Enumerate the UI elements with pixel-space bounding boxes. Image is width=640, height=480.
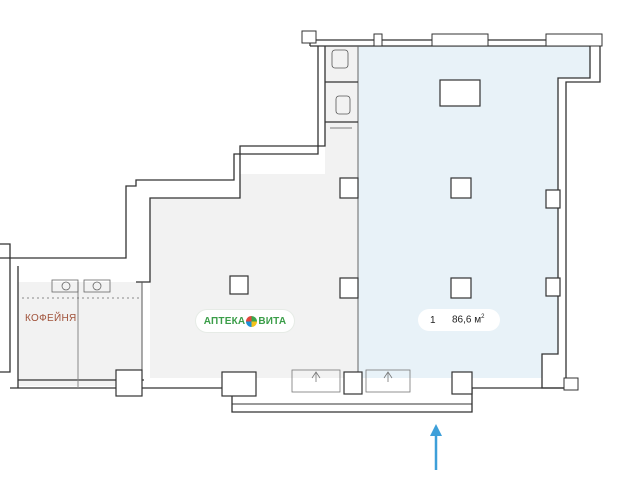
columns [115,79,561,397]
column [450,277,472,299]
room-area: 86,6 м2 [452,314,484,325]
column [545,277,561,297]
room-fills [18,46,590,386]
column [339,177,359,199]
cafe-fixtures [22,279,140,299]
pharmacy-logo-left-text: АПТЕКА [203,315,246,327]
cafe-label: КОФЕЙНЯ [25,313,77,324]
column [450,177,472,199]
highlighted-room-area [358,46,590,378]
room-badge[interactable]: 1 86,6 м2 [418,309,500,331]
column [339,277,359,299]
column [545,189,561,209]
column [439,79,481,107]
entrance-arrow-icon [430,424,442,470]
walls [0,32,601,413]
pharmacy-logo: АПТЕКА ВИТА [196,310,294,332]
room-area-unit: 2 [481,314,485,321]
pharmacy-area [150,146,358,378]
column [115,369,143,397]
column [451,371,473,395]
column [343,371,363,395]
room-area-value: 86,6 м [452,314,482,326]
windows [301,30,603,391]
pharmacy-logo-right-text: ВИТА [258,315,287,327]
column [229,275,249,295]
entrances [232,369,472,405]
room-number: 1 [430,314,436,326]
leaf-circle-icon [246,315,258,327]
column [221,371,257,397]
utility-fixtures [330,49,352,129]
cafe-area [18,282,142,386]
